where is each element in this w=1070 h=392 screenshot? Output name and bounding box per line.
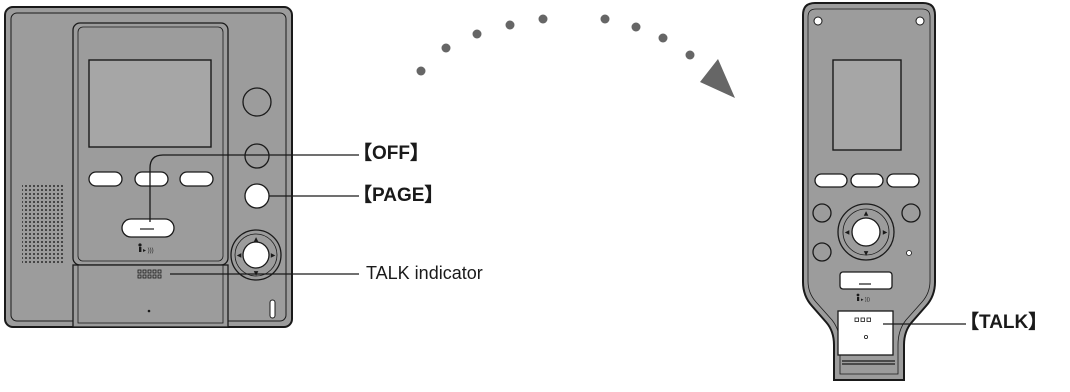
transfer-arrow-icon [416, 14, 735, 98]
handset-status-dot [906, 250, 912, 256]
svg-text:▸ ))): ▸ ))) [143, 248, 154, 254]
soft-key-2[interactable] [134, 171, 169, 187]
right-button-top[interactable] [242, 87, 272, 117]
right-button-middle[interactable] [244, 143, 270, 169]
handset: ▲ ▼ ◀ ▶ ▸ ))) [802, 2, 936, 381]
talk-button[interactable] [837, 310, 894, 356]
handset-left-button-bottom[interactable] [812, 242, 832, 262]
microphone-hole [147, 309, 151, 313]
off-button[interactable] [121, 218, 175, 238]
handset-right-button-top[interactable] [901, 203, 921, 223]
talk-indicator-led [137, 269, 162, 279]
handset-navigation-pad[interactable]: ▲ ▼ ◀ ▶ [837, 203, 895, 261]
handset-soft-key-2[interactable] [850, 173, 884, 188]
handset-screen [832, 59, 902, 151]
talk-indicator-label: TALK indicator [366, 263, 483, 283]
navigation-pad[interactable]: ▲ ▼ ◀ ▶ [230, 229, 282, 281]
page-label: 【PAGE】 [353, 185, 444, 206]
handset-soft-key-1[interactable] [814, 173, 848, 188]
svg-text:▲: ▲ [864, 210, 869, 217]
svg-text:▲: ▲ [254, 236, 259, 243]
monitor-screen [88, 59, 212, 148]
svg-text:▸ ))): ▸ ))) [861, 297, 870, 303]
main-monitor: ▸ ))) ▲ ▼ ◀ ▶ [4, 6, 293, 328]
handset-off-button[interactable] [839, 271, 893, 290]
soft-key-3[interactable] [179, 171, 214, 187]
page-button[interactable] [244, 183, 270, 209]
handset-wireless-signal-icon: ▸ ))) [856, 293, 870, 303]
svg-text:◀: ◀ [845, 229, 850, 236]
soft-key-1[interactable] [88, 171, 123, 187]
leader-line-off [149, 154, 359, 222]
svg-text:◀: ◀ [237, 252, 242, 259]
side-handle [269, 299, 276, 319]
handset-left-button-top[interactable] [812, 203, 832, 223]
svg-text:▼: ▼ [864, 250, 869, 257]
speaker-grille [22, 183, 64, 265]
handset-soft-key-3[interactable] [886, 173, 920, 188]
svg-text:▶: ▶ [271, 252, 276, 259]
talk-label: 【TALK】 [960, 312, 1048, 333]
svg-text:▶: ▶ [883, 229, 888, 236]
wireless-signal-icon: ▸ ))) [138, 243, 154, 254]
off-label: 【OFF】 [353, 143, 429, 164]
